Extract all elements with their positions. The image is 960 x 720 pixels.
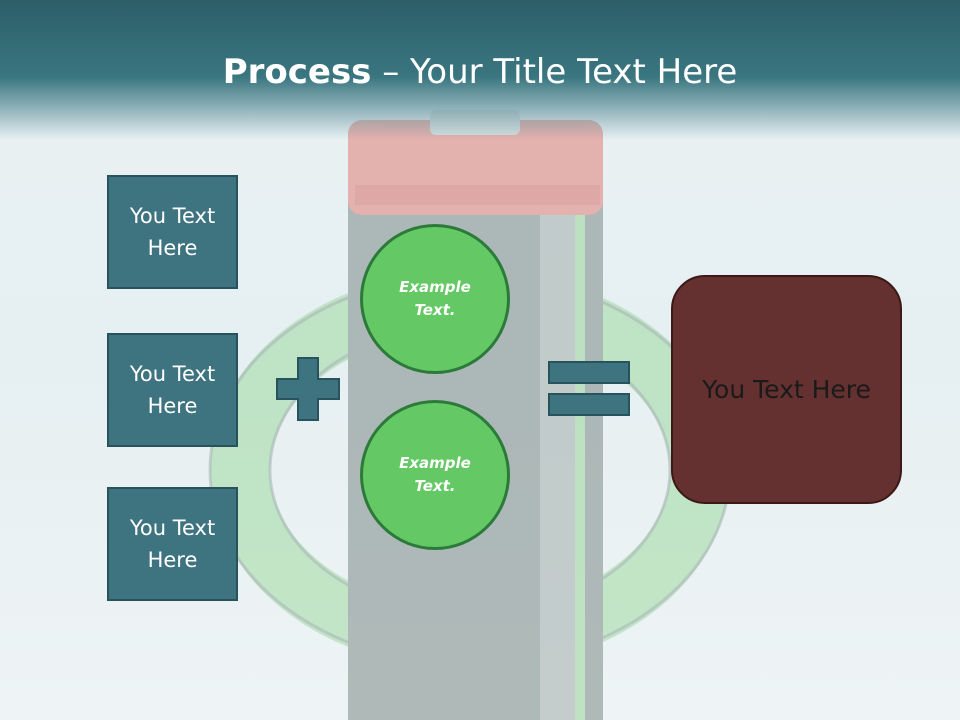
- result-label: You Text Here: [702, 375, 871, 404]
- input-box-1-line1: You Text: [129, 204, 216, 228]
- plus-icon: [276, 357, 340, 421]
- title-rest: – Your Title Text Here: [371, 52, 738, 92]
- title-bold: Process: [222, 52, 372, 92]
- input-box-1-line2: Here: [147, 236, 198, 260]
- result-box: You Text Here: [671, 275, 902, 504]
- input-box-2-line1: You Text: [129, 362, 216, 386]
- circle-1-line1: Example: [399, 278, 471, 296]
- title-bar: [0, 0, 960, 140]
- input-box-3-line2: Here: [147, 548, 198, 572]
- input-box-2-line2: Here: [147, 394, 198, 418]
- slide-title: Process – Your Title Text Here: [0, 52, 960, 92]
- circle-2-line1: Example: [399, 454, 471, 472]
- circle-1-line2: Text.: [414, 301, 456, 319]
- equals-icon: [548, 361, 630, 416]
- input-box-3-line1: You Text: [129, 516, 216, 540]
- circle-2-line2: Text.: [414, 477, 456, 495]
